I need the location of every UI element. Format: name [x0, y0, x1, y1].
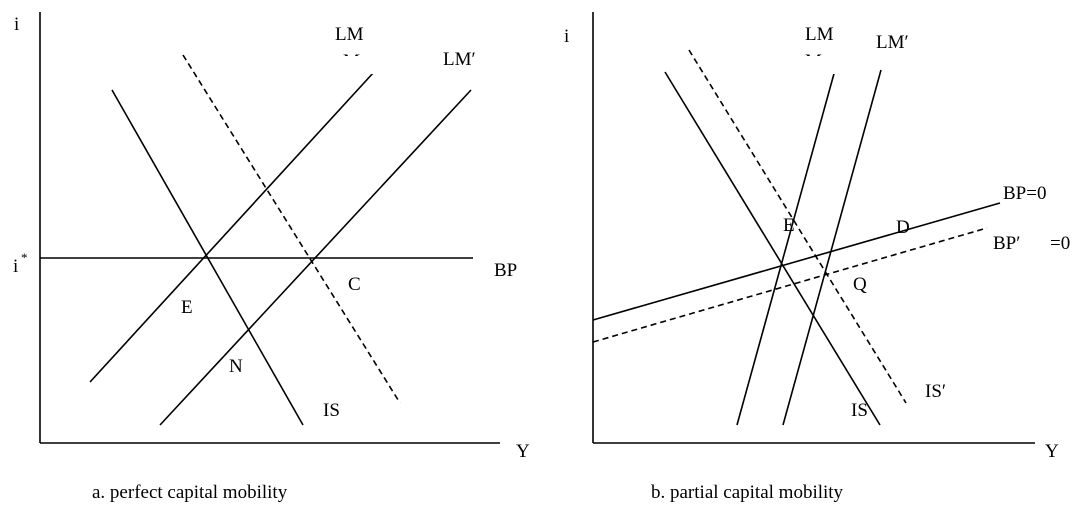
panel-a-point-n: N	[229, 356, 243, 377]
panel-b-y-axis-label: i	[564, 26, 569, 47]
panel-a-point-c: C	[348, 274, 361, 295]
panel-a-is-label: IS	[323, 400, 340, 421]
panel-a-i-star-sup: *	[21, 250, 28, 265]
panel-b-bp-label: BP=0	[1003, 183, 1046, 204]
panel-b-bp-prime-label: BP′	[993, 233, 1020, 254]
panel-a-lm-prime-label: LM′	[443, 49, 476, 70]
panel-b-is-curve	[664, 71, 881, 426]
panel-b-lm-curve	[736, 69, 836, 426]
panel-b-lm-prime-label: LM′	[876, 32, 909, 53]
panel-b-lm-label-clip	[800, 56, 840, 74]
panel-b-lm-label: LM	[805, 24, 834, 45]
panel-a-i-star-label: i	[13, 256, 18, 277]
panel-a-bp-label: BP	[494, 260, 517, 281]
panel-b-point-e: E	[783, 215, 795, 236]
panel-a-y-axis-label: i	[14, 14, 19, 35]
panel-b: i Y LM M LM′ BP=0 BP′ =0 IS IS′ E D Q b.…	[564, 12, 1070, 503]
panel-a-lm-label-clip	[330, 56, 380, 74]
panel-b-lm-prime-curve	[782, 69, 882, 426]
panel-a-point-e: E	[181, 297, 193, 318]
panel-a-x-axis-label: Y	[516, 441, 530, 462]
panel-a-lm-label: LM	[335, 24, 364, 45]
panel-b-bp-line	[592, 202, 1001, 321]
panel-b-x-axis-label: Y	[1045, 441, 1059, 462]
panel-b-caption: b. partial capital mobility	[651, 482, 844, 503]
panel-b-bp-prime-suffix: =0	[1050, 233, 1070, 254]
panel-b-bp-prime-line	[592, 227, 988, 343]
panel-b-point-q: Q	[853, 274, 867, 295]
panel-a-caption: a. perfect capital mobility	[92, 482, 288, 503]
panel-a-lm-prime-curve	[159, 89, 472, 426]
panel-b-is-label: IS	[851, 400, 868, 421]
panel-a-lm-curve	[89, 71, 375, 383]
panel-b-is-prime-curve	[688, 49, 907, 404]
panel-b-is-prime-label: IS′	[925, 381, 946, 402]
panel-a-is-curve	[111, 89, 304, 426]
panel-a-is-prime-curve	[182, 54, 401, 404]
panel-b-point-d: D	[896, 217, 910, 238]
panel-a: i Y i * LM M LM′ BP IS E N C a. perfect …	[13, 12, 530, 503]
